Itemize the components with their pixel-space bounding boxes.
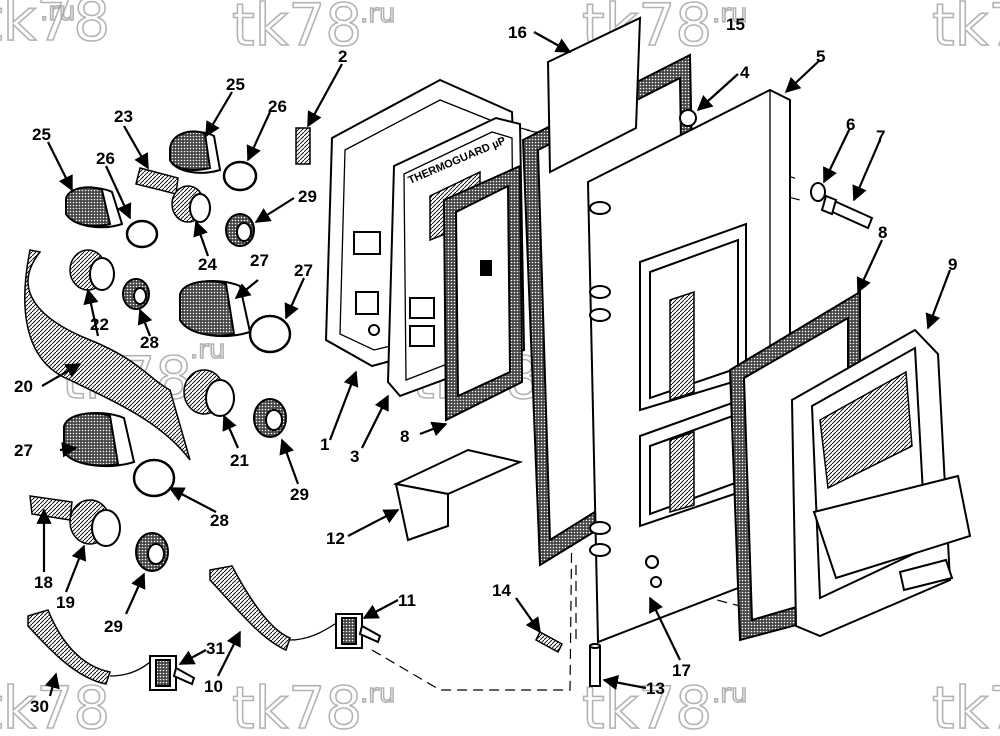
callout-5: 5 (816, 47, 825, 66)
callout-31: 30 (30, 697, 49, 716)
mounting-screw (820, 194, 874, 230)
callout-11: 11 (398, 591, 416, 610)
callout-10: 10 (204, 677, 223, 696)
callout-9: 9 (948, 255, 957, 274)
callout-20: 20 (14, 377, 33, 396)
hose-clamp (125, 219, 159, 249)
callout-2: 2 (338, 47, 347, 66)
window-gasket-left (442, 164, 524, 422)
callout-27: 27 (250, 251, 269, 270)
circular-connector-plug (183, 369, 235, 417)
callout-6: 6 (846, 115, 855, 134)
mounting-bracket (392, 448, 524, 542)
toggle-switch (149, 655, 196, 691)
callout-15: 15 (726, 15, 745, 34)
hose-clamp (222, 160, 258, 192)
circular-connector-plug (171, 185, 211, 223)
leader-lines (36, 31, 952, 697)
toggle-switch (335, 613, 382, 649)
watermark-text: tk78 (932, 674, 1000, 736)
callout-4: 4 (740, 63, 750, 82)
callout-21: 21 (230, 451, 249, 470)
hinge-pin (589, 643, 601, 687)
callout-25: 25 (226, 75, 245, 94)
callout-26: 26 (268, 97, 287, 116)
callout-8: 8 (400, 427, 409, 446)
callout-24: 24 (198, 255, 217, 274)
wire-harness-20 (24, 249, 191, 461)
watermark-text: tk78 (0, 0, 110, 54)
wire-harness-23 (135, 167, 179, 195)
decal-panel (546, 16, 642, 174)
callout-labels: 1 2 3 4 5 6 7 8 8 9 10 11 12 13 14 15 16… (14, 15, 957, 716)
watermark-suffix: .ru (190, 335, 225, 365)
callout-14: 14 (492, 581, 511, 600)
callout-29: 29 (104, 617, 123, 636)
coupling-ring (225, 213, 255, 247)
watermark-text: tk78 (0, 674, 110, 736)
connector-boot (63, 412, 136, 468)
window-frame (790, 328, 972, 638)
connector-boot (65, 186, 124, 229)
coupling-ring (122, 278, 150, 310)
watermark-text: tk78 (232, 674, 362, 736)
callout-17: 16 (508, 23, 527, 42)
callout-13: 13 (646, 679, 665, 698)
watermark-text: tk78 (932, 0, 1000, 59)
coupling-ring (253, 398, 287, 438)
connector-boot (169, 130, 222, 174)
callout-19: 19 (56, 593, 75, 612)
board-connector (295, 127, 311, 165)
callout-22: 22 (90, 315, 109, 334)
flat-washer (810, 182, 826, 202)
callout-12: 12 (326, 529, 345, 548)
wire-harness-10 (209, 565, 339, 652)
circular-connector-plug (69, 499, 121, 547)
watermark-suffix: .ru (360, 0, 395, 29)
callout-30: 29 (298, 187, 317, 206)
watermark-suffix: .ru (712, 0, 747, 29)
hose-clamp (248, 314, 292, 354)
wire-harness-31 (27, 609, 153, 685)
callout-3: 3 (350, 447, 359, 466)
callout-1: 1 (320, 435, 329, 454)
watermark-text: tk78 (232, 0, 362, 59)
connector-boot (179, 280, 252, 337)
callout-29: 29 (290, 485, 309, 504)
callout-8: 8 (878, 223, 887, 242)
watermark-suffix: .ru (360, 679, 395, 709)
callout-32: 31 (206, 639, 225, 658)
callout-7: 7 (876, 127, 885, 146)
coupling-ring (135, 532, 169, 572)
circular-connector-plug (69, 249, 115, 291)
callout-28: 27 (294, 261, 313, 280)
watermark-suffix: .ru (40, 0, 75, 27)
callout-23: 23 (114, 107, 133, 126)
set-screw (535, 630, 563, 654)
hinge-washer (679, 109, 697, 127)
watermark-suffix: .ru (712, 679, 747, 709)
hose-clamp (132, 458, 176, 498)
callout-29: 28 (140, 333, 159, 352)
callout-16: 17 (672, 661, 691, 680)
callout-27: 27 (14, 441, 33, 460)
callout-28: 28 (210, 511, 229, 530)
callout-25: 25 (32, 125, 51, 144)
callout-26: 26 (96, 149, 115, 168)
wire-harness-18 (29, 495, 73, 521)
callout-18: 18 (34, 573, 53, 592)
